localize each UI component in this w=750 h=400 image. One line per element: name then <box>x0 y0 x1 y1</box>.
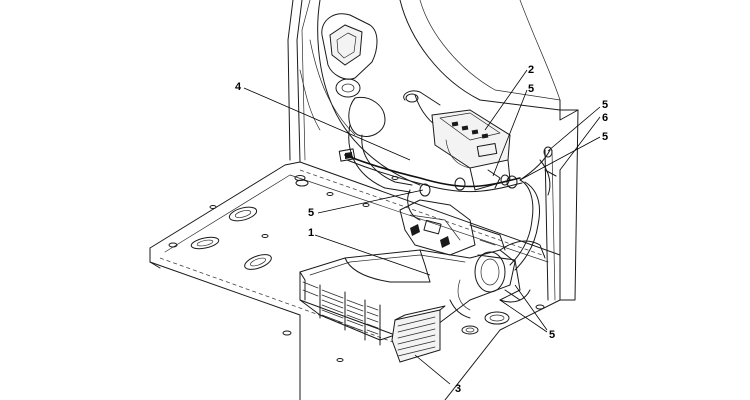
leader-lines <box>243 69 601 385</box>
cab-rear-panel <box>287 0 579 186</box>
callout-1: 1 <box>308 227 314 239</box>
callout-5-left: 5 <box>308 207 314 219</box>
left-control-console <box>299 13 413 193</box>
callout-6: 6 <box>602 112 608 124</box>
callout-4: 4 <box>235 81 242 93</box>
callout-3: 3 <box>455 383 461 395</box>
callout-5-right-upper: 5 <box>602 99 608 111</box>
callout-5-bottom: 5 <box>549 329 555 341</box>
callout-2: 2 <box>528 64 534 76</box>
callout-5-top: 5 <box>528 83 534 95</box>
right-control-panel <box>403 90 511 191</box>
hvac-unit <box>299 199 546 363</box>
callout-labels: 4 2 5 5 6 5 5 1 5 3 <box>235 64 608 395</box>
callout-5-right-mid: 5 <box>602 131 608 143</box>
wiring-harness <box>344 146 557 271</box>
floor-plate <box>149 109 579 400</box>
vent-grille <box>321 289 379 335</box>
